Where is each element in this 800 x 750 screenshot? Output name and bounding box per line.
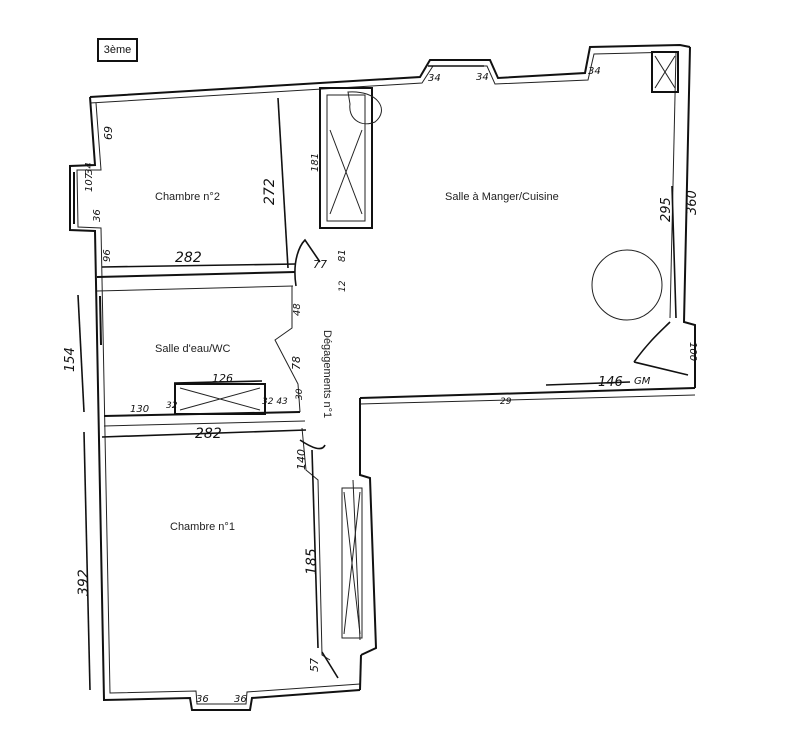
dim-146: 146 — [598, 375, 623, 390]
dim-392: 392 — [76, 569, 92, 596]
dim-top-34c: 34 — [588, 66, 601, 77]
dim-295: 295 — [659, 197, 674, 222]
room-label-chambre1: Chambre n°1 — [170, 521, 235, 533]
dim-57: 57 — [308, 658, 321, 672]
dim-top-34a: 34 — [428, 73, 441, 84]
room-label-degagement: Dégagements n°1 — [321, 330, 333, 418]
dim-34-left: 34 — [84, 162, 95, 175]
dim-181: 181 — [310, 153, 321, 172]
dim-100: 100 — [687, 342, 698, 361]
dim-30: 30 — [295, 388, 305, 400]
dim-154: 154 — [63, 347, 78, 372]
dim-48: 48 — [292, 303, 303, 316]
dimension-texts: 34 34 34 69 107 34 36 272 181 96 282 77 … — [63, 66, 700, 705]
dim-36-bottom-b: 36 — [234, 694, 247, 705]
dim-282-top: 282 — [175, 250, 202, 266]
dim-12: 12 — [338, 280, 348, 292]
room-label-salle-manger: Salle à Manger/Cuisine — [445, 191, 559, 203]
round-table — [591, 249, 663, 321]
dim-81: 81 — [337, 249, 348, 262]
dim-3243: 32 43 — [262, 397, 288, 407]
dim-gm: GM — [634, 376, 651, 387]
dim-140: 140 — [295, 449, 308, 470]
dim-96: 96 — [102, 249, 113, 262]
dim-107: 107 — [84, 172, 95, 192]
room-label-chambre2: Chambre n°2 — [155, 191, 220, 203]
dim-top-34b: 34 — [476, 72, 489, 83]
dim-130: 130 — [130, 404, 149, 415]
room-label-salle-eau: Salle d'eau/WC — [155, 343, 231, 355]
dim-77: 77 — [313, 258, 327, 271]
dim-282-bottom: 282 — [195, 426, 222, 442]
dim-36-left: 36 — [92, 209, 103, 222]
dim-32: 32 — [166, 401, 178, 411]
dim-272: 272 — [262, 178, 278, 205]
interior-walls — [73, 51, 689, 679]
dim-69: 69 — [102, 126, 115, 140]
floor-label: 3ème — [97, 38, 138, 62]
dim-185: 185 — [304, 548, 320, 575]
dim-126: 126 — [212, 372, 233, 385]
dim-36-bottom-a: 36 — [196, 694, 209, 705]
outer-walls — [69, 43, 696, 711]
dim-29: 29 — [500, 397, 512, 407]
dim-360: 360 — [685, 190, 700, 215]
dim-78: 78 — [290, 356, 303, 370]
dimension-lines — [77, 65, 677, 711]
